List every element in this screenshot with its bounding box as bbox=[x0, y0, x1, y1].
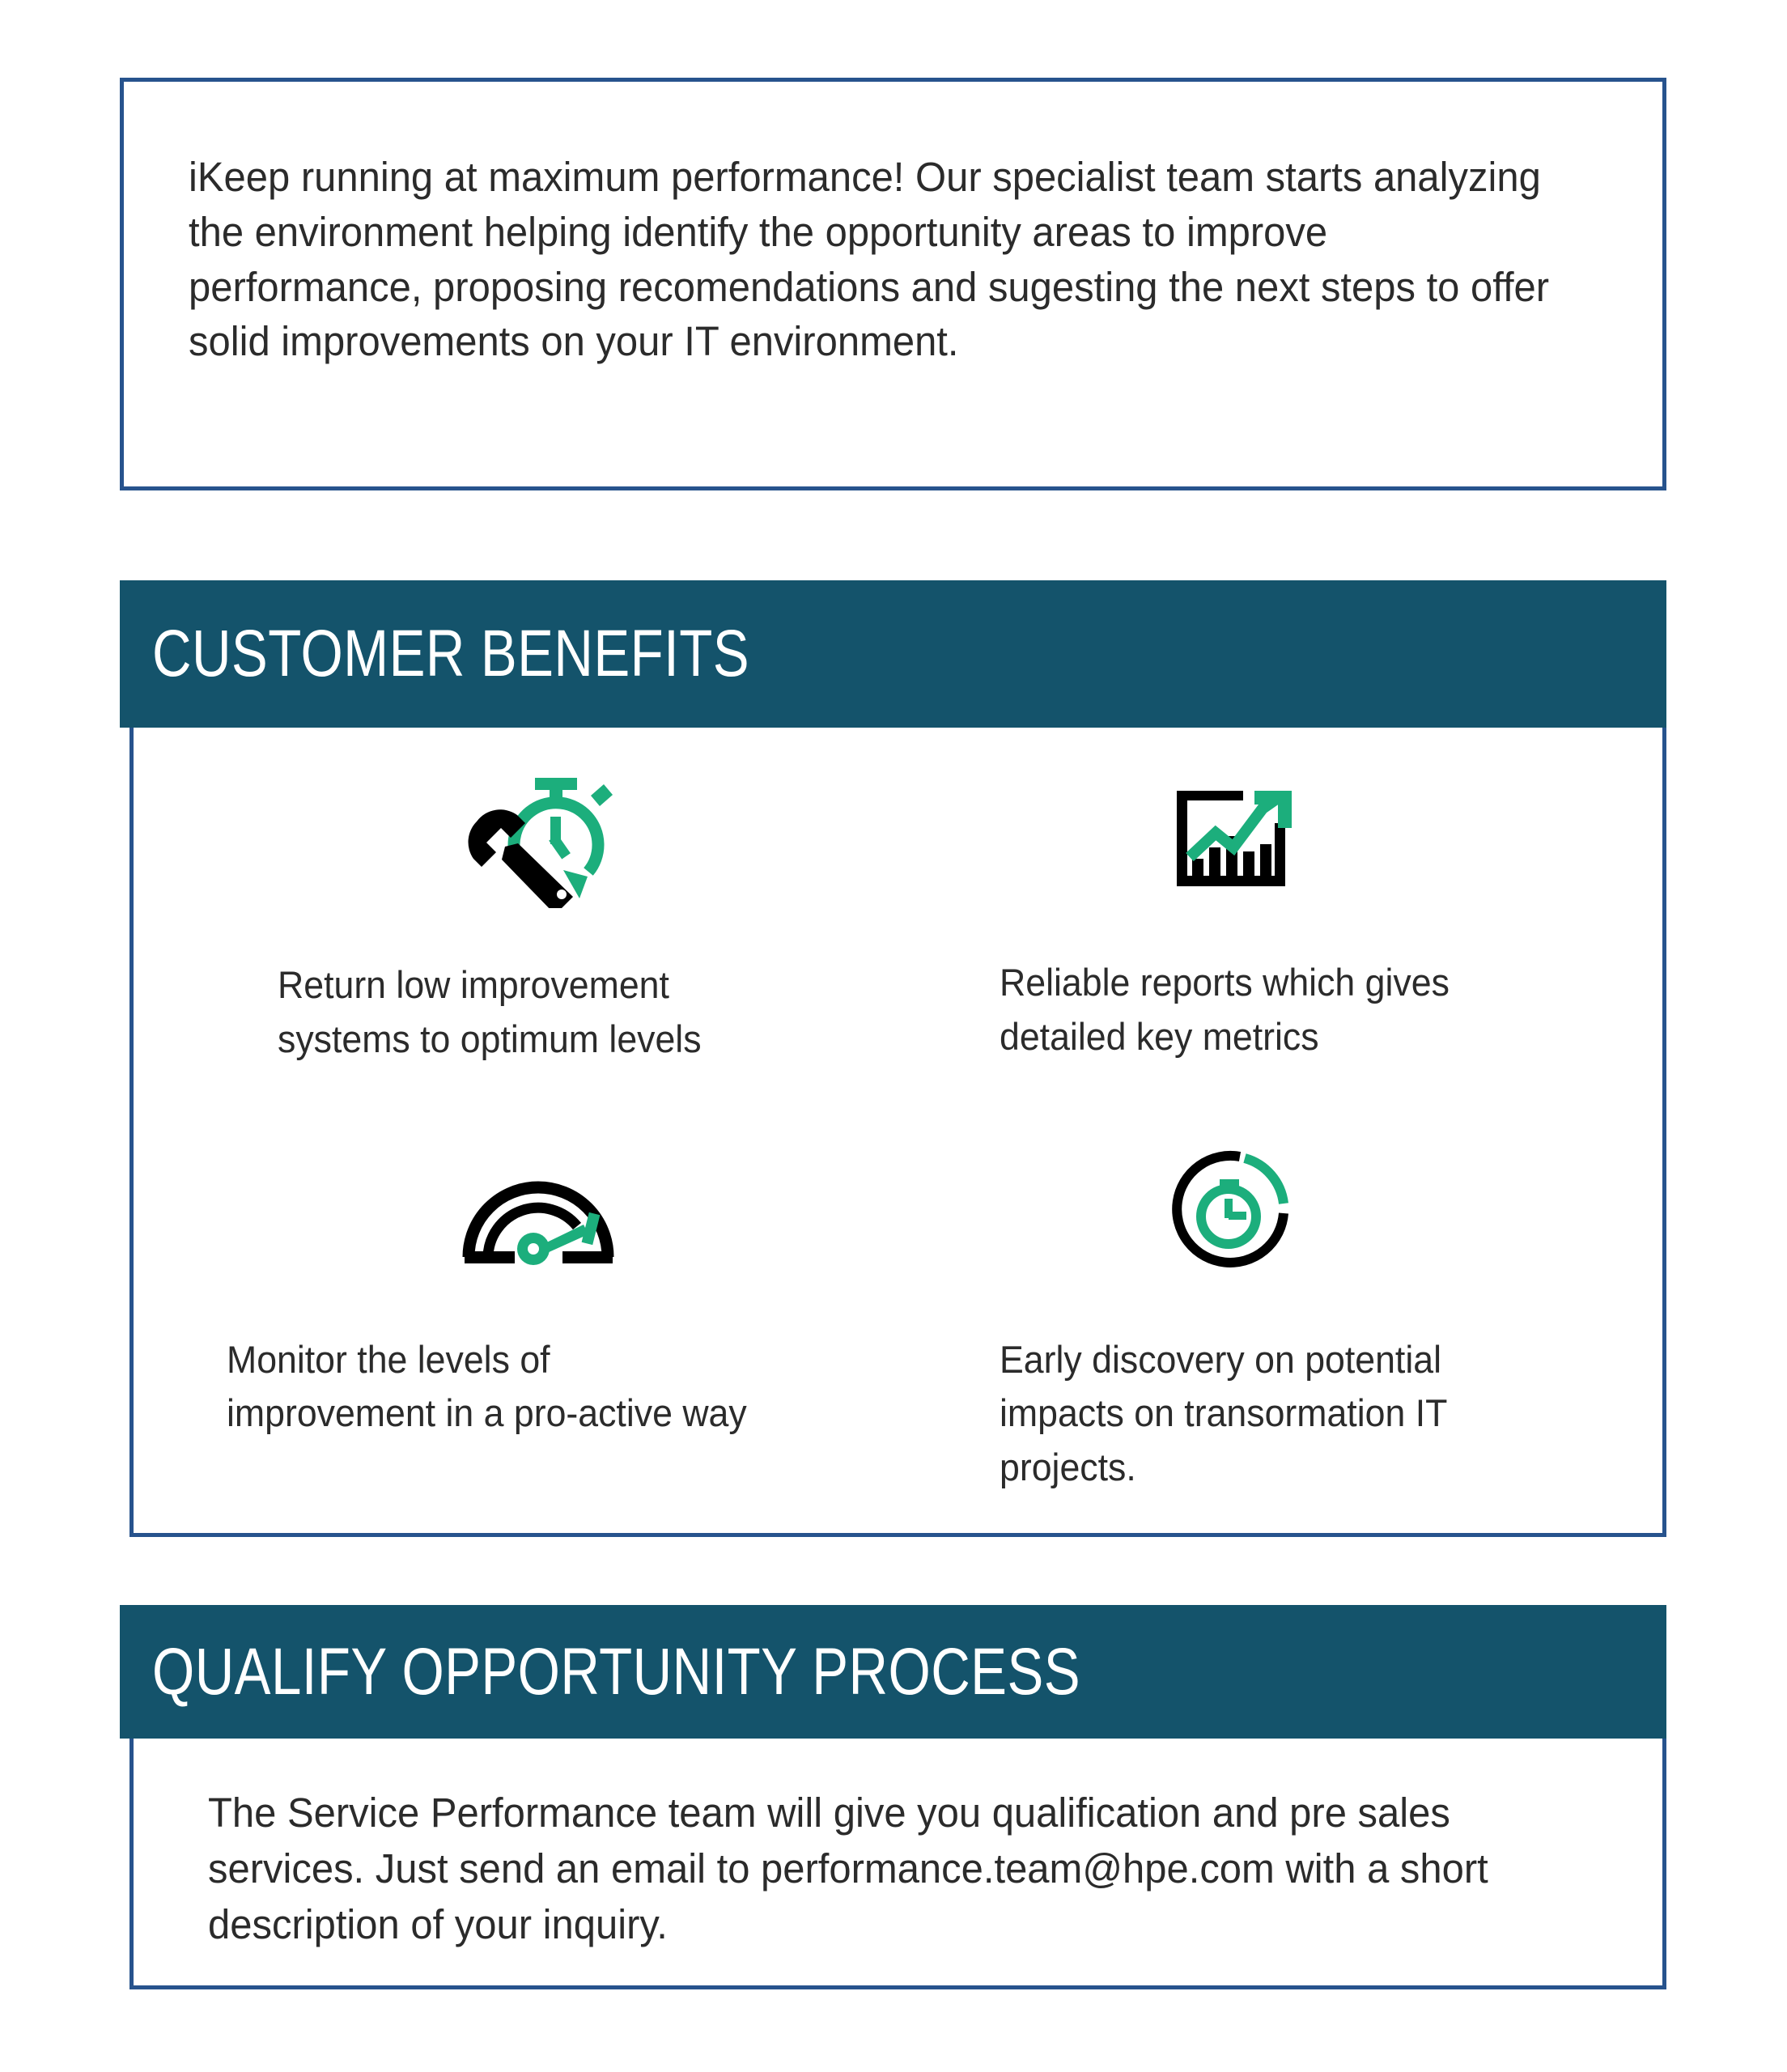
intro-panel: iKeep running at maximum performance! Ou… bbox=[120, 78, 1666, 490]
benefits-grid: Return low improvement systems to optimu… bbox=[134, 728, 1662, 1533]
benefit-item-1: Return low improvement systems to optimu… bbox=[134, 728, 898, 1131]
customer-benefits-banner: CUSTOMER BENEFITS bbox=[120, 580, 1666, 728]
stopwatch-ring-icon bbox=[1171, 1150, 1288, 1267]
benefit-item-4: Early discovery on potential impacts on … bbox=[898, 1131, 1663, 1534]
qualify-opportunity-banner: QUALIFY OPPORTUNITY PROCESS bbox=[120, 1605, 1666, 1739]
qualify-opportunity-panel: The Service Performance team will give y… bbox=[129, 1739, 1666, 1989]
benefit-label-4: Early discovery on potential impacts on … bbox=[999, 1337, 1447, 1488]
qualify-opportunity-title: QUALIFY OPPORTUNITY PROCESS bbox=[152, 1634, 1080, 1709]
speedometer-gauge-icon bbox=[462, 1181, 614, 1265]
customer-benefits-title: CUSTOMER BENEFITS bbox=[152, 617, 749, 690]
benefit-item-3: Monitor the levels of improvement in a p… bbox=[134, 1131, 898, 1534]
qualify-paragraph: The Service Performance team will give y… bbox=[208, 1790, 1488, 1947]
customer-benefits-panel: Return low improvement systems to optimu… bbox=[129, 728, 1666, 1537]
growth-chart-icon bbox=[1176, 791, 1292, 886]
benefit-label-3: Monitor the levels of improvement in a p… bbox=[227, 1337, 747, 1435]
wrench-stopwatch-icon bbox=[468, 778, 613, 908]
benefit-label-2: Reliable reports which gives detailed ke… bbox=[999, 961, 1450, 1058]
intro-paragraph: iKeep running at maximum performance! Ou… bbox=[189, 154, 1550, 365]
benefit-item-2: Reliable reports which gives detailed ke… bbox=[898, 728, 1663, 1131]
benefit-label-1: Return low improvement systems to optimu… bbox=[278, 963, 702, 1060]
